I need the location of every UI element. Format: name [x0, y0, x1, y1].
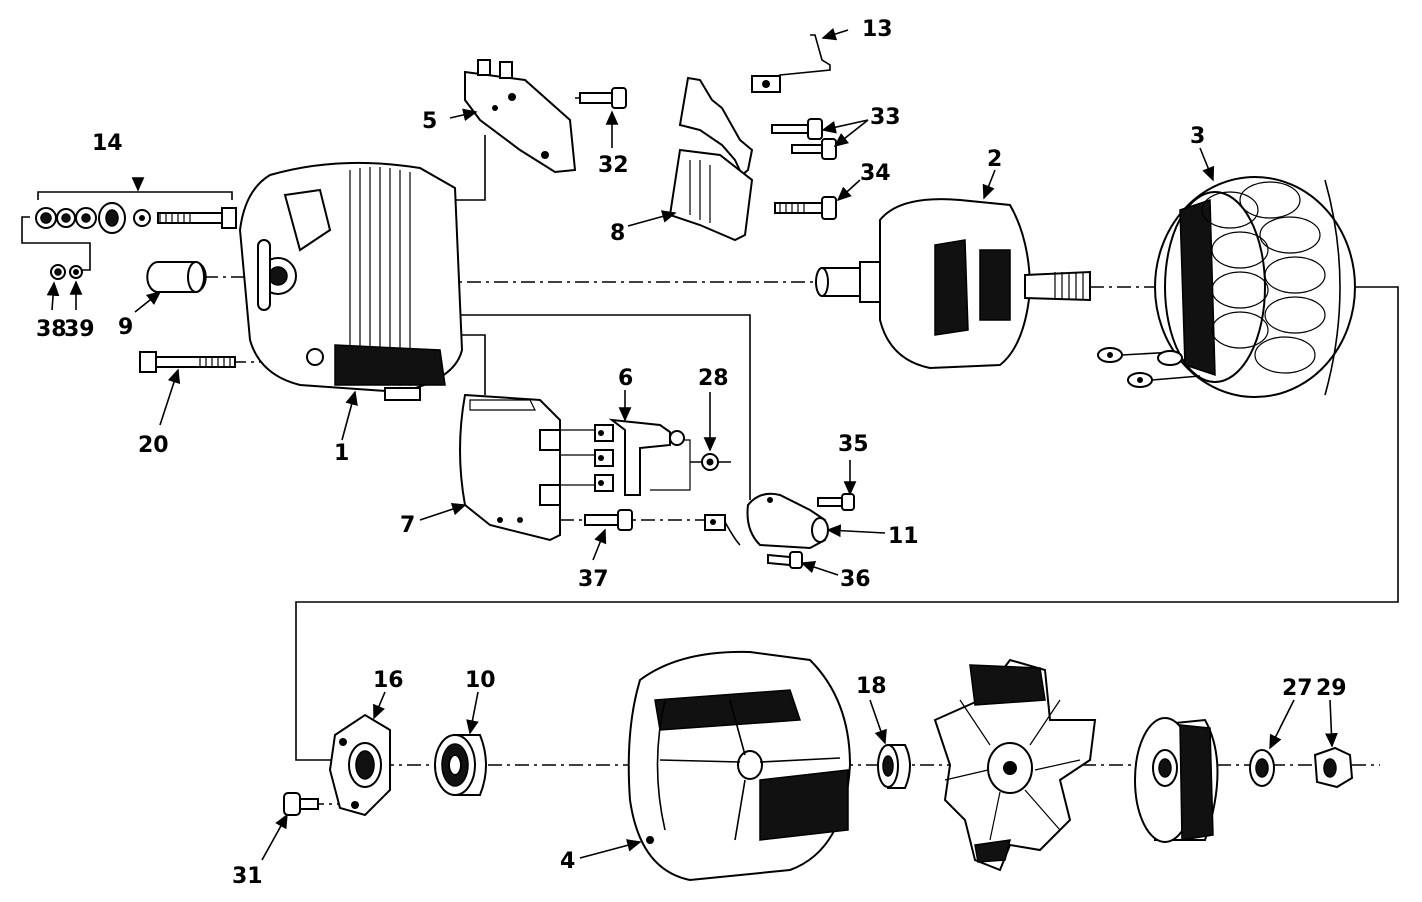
callout-11: 11 — [888, 524, 919, 549]
brush-holder — [459, 393, 685, 542]
rotor-assembly — [815, 198, 1091, 370]
callout-4: 4 — [560, 849, 575, 874]
washer-27 — [1249, 749, 1275, 787]
callout-labels: 1 2 3 4 5 6 7 8 9 10 11 13 14 16 18 20 2… — [36, 17, 1347, 889]
insulator-hardware-stack — [35, 191, 237, 280]
fan — [933, 658, 1097, 872]
screws-33-34 — [771, 118, 837, 220]
screws-35-36 — [767, 493, 855, 569]
retainer-plate — [328, 713, 391, 817]
stator-assembly — [1097, 176, 1356, 398]
callout-32: 32 — [598, 153, 629, 178]
callout-27: 27 — [1282, 676, 1313, 701]
callout-39: 39 — [64, 317, 95, 342]
callout-3: 3 — [1190, 124, 1205, 149]
callout-34: 34 — [860, 161, 891, 186]
rectifier-bridge — [668, 76, 754, 242]
callout-13: 13 — [862, 17, 893, 42]
pulley — [1134, 717, 1219, 843]
callout-36: 36 — [840, 567, 871, 592]
leader-arrows — [46, 28, 1338, 861]
screw-37 — [584, 509, 633, 531]
callout-37: 37 — [578, 567, 609, 592]
screw-31 — [283, 792, 319, 816]
callout-10: 10 — [465, 668, 496, 693]
drive-end-frame — [627, 650, 852, 882]
callout-16: 16 — [373, 668, 404, 693]
callout-1: 1 — [334, 441, 349, 466]
callout-5: 5 — [422, 109, 437, 134]
callout-2: 2 — [987, 147, 1002, 172]
callout-8: 8 — [610, 221, 625, 246]
callout-6: 6 — [618, 366, 633, 391]
capacitor — [704, 492, 829, 550]
screw-32 — [579, 87, 627, 109]
nut-28 — [701, 453, 719, 471]
callout-29: 29 — [1316, 676, 1347, 701]
mounting-bracket — [464, 59, 577, 174]
callout-28: 28 — [698, 366, 729, 391]
collar — [877, 744, 911, 789]
nut-29 — [1313, 746, 1354, 789]
callout-7: 7 — [400, 513, 415, 538]
through-bolt — [139, 351, 236, 373]
terminal-strap — [751, 34, 831, 93]
callout-9: 9 — [118, 315, 133, 340]
slip-ring-end-frame — [238, 161, 464, 401]
bushing-part — [146, 261, 207, 293]
callout-31: 31 — [232, 864, 263, 889]
bearing — [434, 734, 487, 796]
callout-18: 18 — [856, 674, 887, 699]
callout-38: 38 — [36, 317, 67, 342]
callout-35: 35 — [838, 432, 869, 457]
callout-20: 20 — [138, 433, 169, 458]
callout-33: 33 — [870, 105, 901, 130]
callout-14: 14 — [92, 131, 123, 156]
